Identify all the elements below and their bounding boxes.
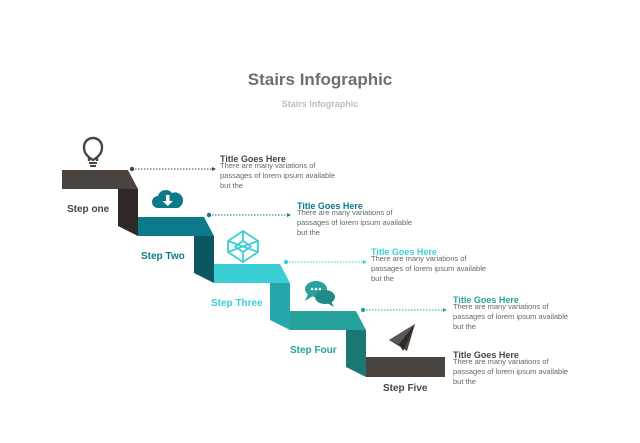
step-five-tread <box>366 357 445 377</box>
connector-step-four <box>360 307 447 313</box>
chat-bubbles-icon <box>305 281 335 307</box>
lightbulb-icon <box>82 136 104 167</box>
step-two-tread <box>138 217 214 236</box>
step-five-label: Step Five <box>383 383 428 394</box>
step-three-title: Title Goes Here <box>371 247 437 257</box>
connector-step-two <box>206 212 291 218</box>
step-one-title: Title Goes Here <box>220 154 286 164</box>
connector-step-one <box>129 166 216 172</box>
step-three-text: There are many variations of passages of… <box>371 254 487 283</box>
page-title: Stairs Infographic <box>247 70 393 89</box>
cloud-download-icon <box>152 189 184 208</box>
step-two-title: Title Goes Here <box>297 201 363 211</box>
step-four-riser <box>346 330 366 377</box>
step-three-label: Step Three <box>211 298 263 309</box>
step-one-label: Step one <box>67 204 110 215</box>
step-five-title: Title Goes Here <box>453 350 519 360</box>
step-three-tread <box>214 264 290 283</box>
page-subtitle: Stairs Infographic <box>281 99 359 109</box>
connector-step-three <box>283 259 367 265</box>
step-two-label: Step Two <box>141 251 185 262</box>
codepen-icon <box>227 230 259 263</box>
step-one-text: There are many variations of passages of… <box>220 161 336 190</box>
step-five-text: There are many variations of passages of… <box>453 357 569 386</box>
step-four-label: Step Four <box>290 345 337 356</box>
paper-plane-icon <box>389 324 415 351</box>
step-four-tread <box>290 311 366 330</box>
step-one-riser <box>118 189 138 236</box>
step-one-tread <box>62 170 138 189</box>
step-four-text: There are many variations of passages of… <box>453 302 569 331</box>
step-two-text: There are many variations of passages of… <box>297 208 413 237</box>
step-two-riser <box>194 236 214 283</box>
step-four-title: Title Goes Here <box>453 295 519 305</box>
step-three-riser <box>270 283 290 330</box>
